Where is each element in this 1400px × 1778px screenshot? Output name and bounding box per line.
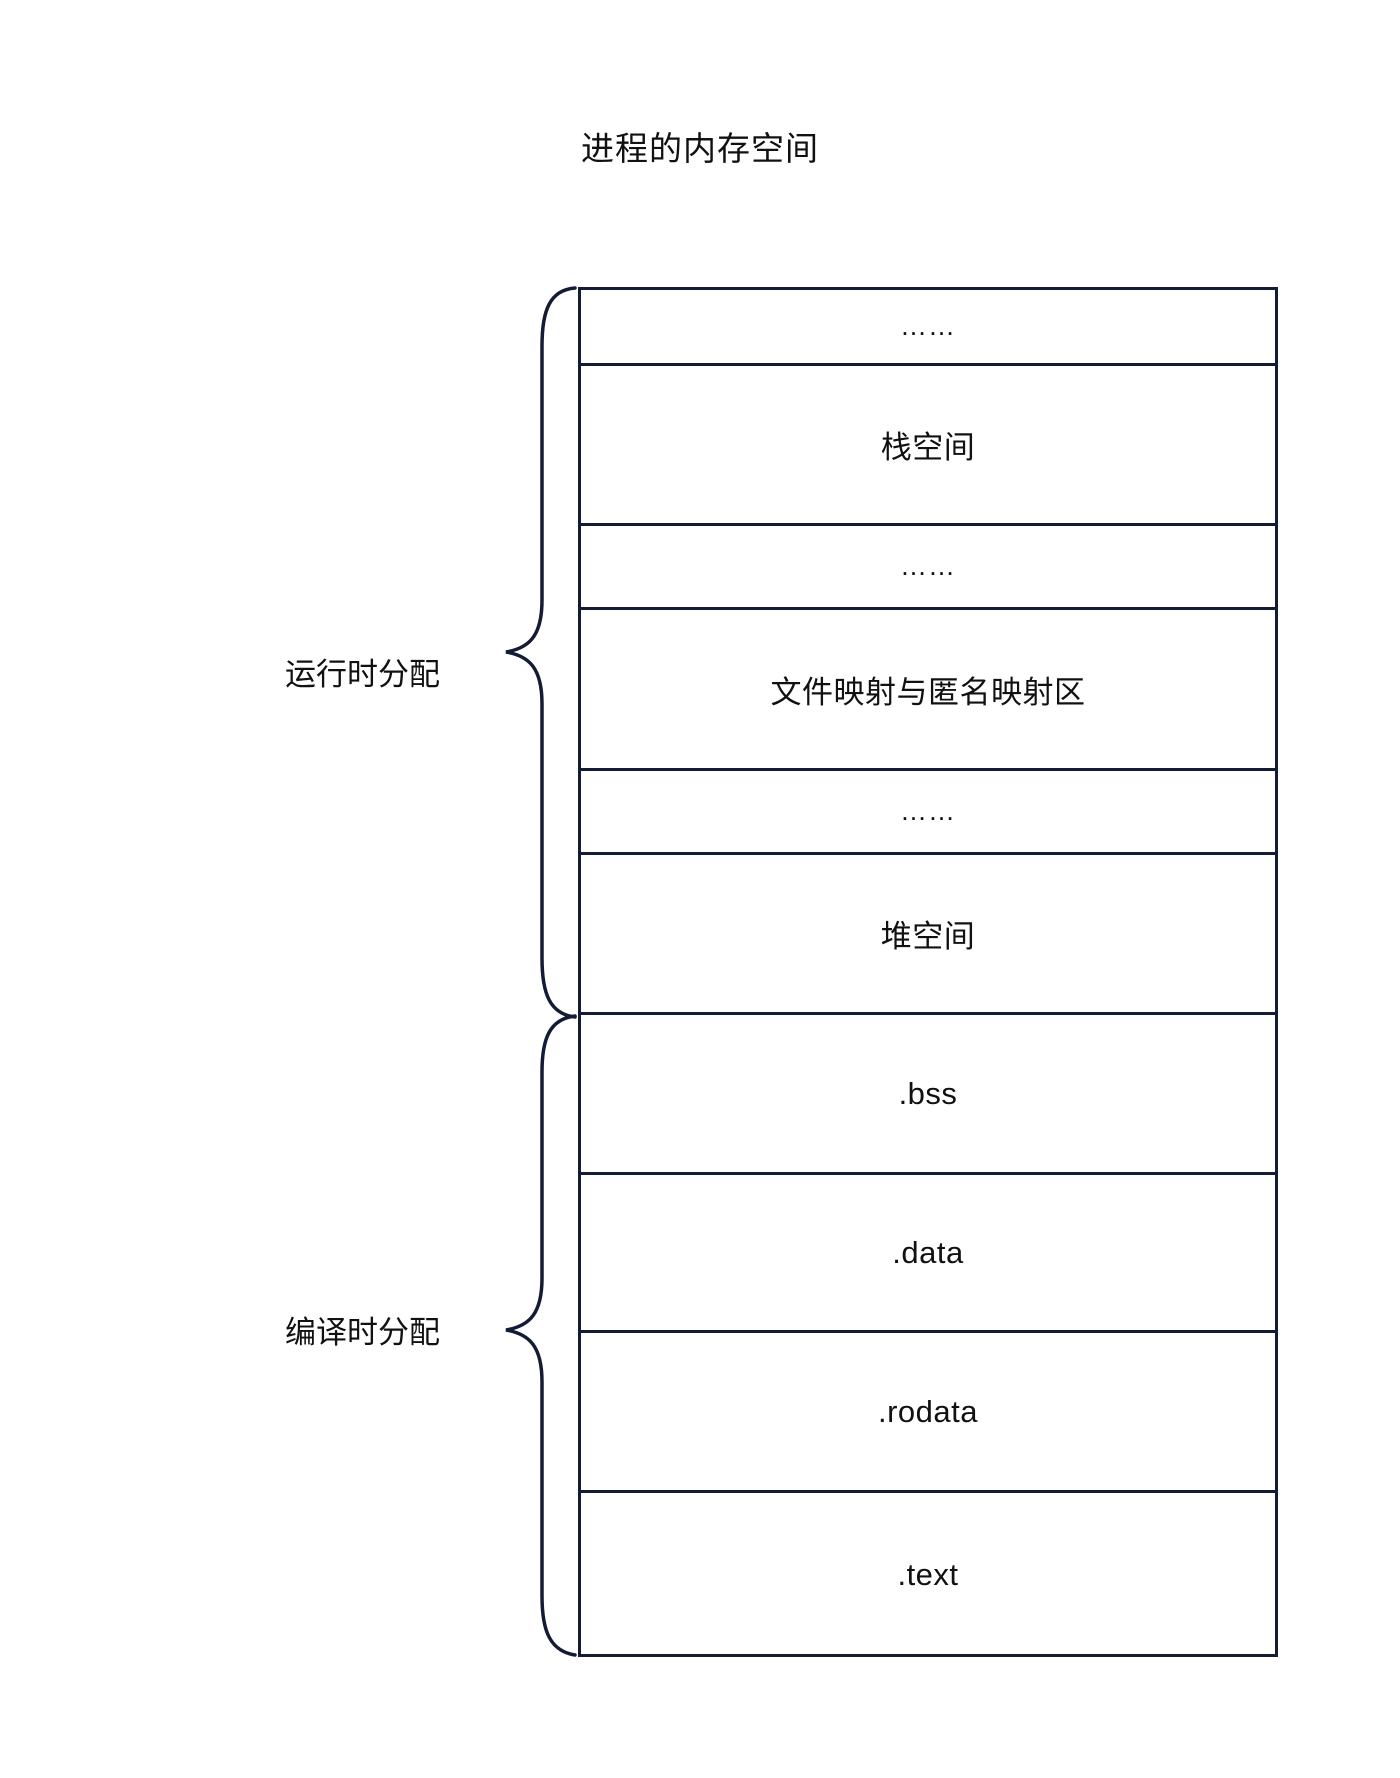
group-label-compiletime: 编译时分配 (285, 1315, 440, 1350)
brace-runtime-icon (505, 286, 577, 1019)
segment-label: .text (897, 1557, 959, 1592)
segment-label: 文件映射与匿名映射区 (770, 674, 1086, 710)
segment-bss: .bss (581, 1015, 1275, 1175)
segment-heap: 堆空间 (581, 855, 1275, 1015)
segment-label: .rodata (877, 1393, 978, 1429)
segment-stack: 栈空间 (581, 366, 1275, 526)
segment-data: .data (581, 1175, 1275, 1333)
segment-label: …… (900, 311, 956, 341)
segment-ellipsis-top: …… (581, 290, 1275, 366)
segment-label: .bss (898, 1075, 958, 1111)
segment-label: 堆空间 (880, 919, 976, 954)
segment-text: .text (581, 1493, 1275, 1657)
segment-label: …… (900, 796, 956, 826)
segment-rodata: .rodata (581, 1333, 1275, 1493)
segment-mmap: 文件映射与匿名映射区 (581, 610, 1275, 771)
group-label-runtime: 运行时分配 (285, 657, 440, 692)
page-title: 进程的内存空间 (581, 130, 819, 167)
segment-ellipsis-mid-lower: …… (581, 771, 1275, 855)
memory-layout-column: …… 栈空间 …… 文件映射与匿名映射区 …… 堆空间 .bss .data .… (578, 287, 1278, 1657)
segment-label: 栈空间 (880, 430, 976, 465)
segment-ellipsis-mid-upper: …… (581, 526, 1275, 610)
brace-compiletime-icon (505, 1014, 577, 1657)
segment-label: .data (892, 1234, 964, 1270)
segment-label: …… (900, 551, 956, 581)
